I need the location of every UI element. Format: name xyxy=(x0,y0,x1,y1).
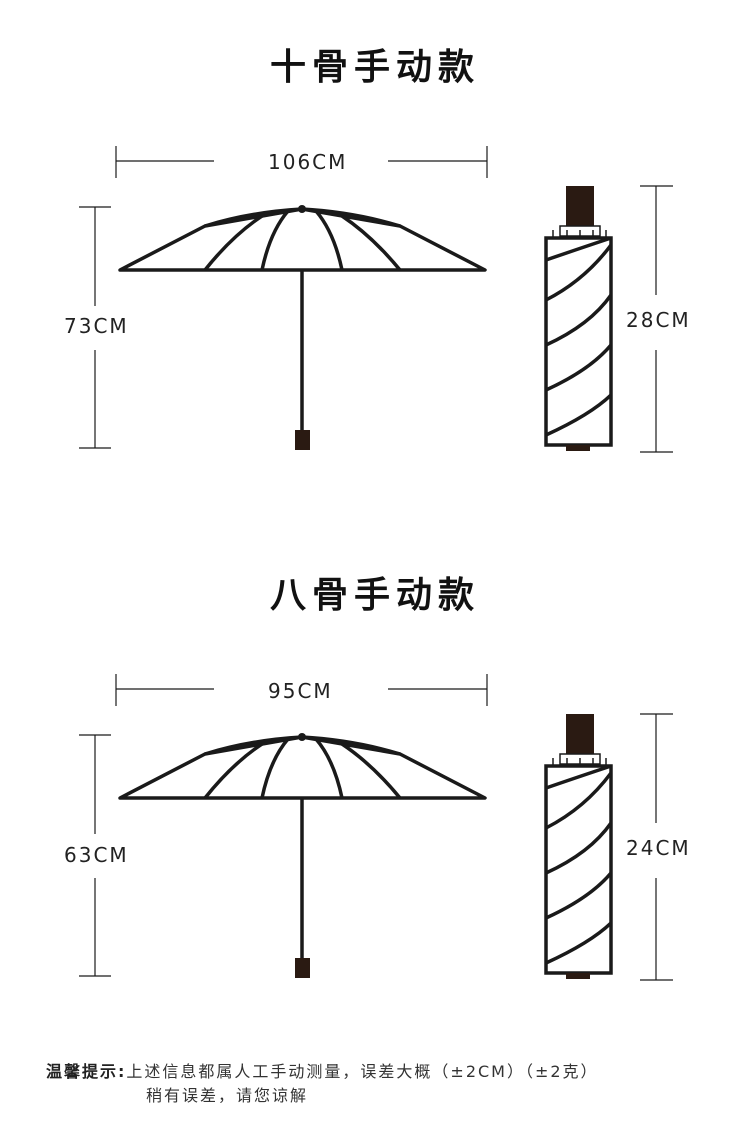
umbrella-handle-2 xyxy=(295,958,310,978)
folded-length-label-2: 24CM xyxy=(626,836,691,860)
section-1-diagram xyxy=(79,146,673,453)
open-umbrella-icon-2 xyxy=(118,735,487,958)
section-2-title: 八骨手动款 xyxy=(269,575,480,616)
folded-length-dimension-1 xyxy=(640,185,673,453)
open-height-label-1: 73CM xyxy=(64,314,129,338)
folded-length-label-1: 28CM xyxy=(626,308,691,332)
width-dimension-2 xyxy=(115,674,488,706)
open-height-label-2: 63CM xyxy=(64,843,129,867)
folded-length-dimension-2 xyxy=(640,713,673,981)
width-label-2: 95CM xyxy=(268,679,333,703)
section-2-diagram xyxy=(79,674,673,981)
open-umbrella-icon-1 xyxy=(118,207,487,430)
open-height-dimension-2 xyxy=(79,734,111,977)
folded-umbrella-icon-2 xyxy=(544,714,613,979)
section-1-title: 十骨手动款 xyxy=(269,47,480,88)
notice: 温馨提示:上述信息都属人工手动测量，误差大概（±2CM）（±2克） 稍有误差，请… xyxy=(46,1060,599,1108)
width-label-1: 106CM xyxy=(268,150,348,174)
notice-line-2: 稍有误差，请您谅解 xyxy=(146,1086,309,1105)
folded-umbrella-icon-1 xyxy=(544,186,613,451)
width-dimension-1 xyxy=(115,146,488,178)
open-height-dimension-1 xyxy=(79,206,111,449)
notice-line-1: 上述信息都属人工手动测量，误差大概（±2CM）（±2克） xyxy=(126,1062,599,1081)
umbrella-handle-1 xyxy=(295,430,310,450)
notice-label: 温馨提示: xyxy=(46,1062,127,1081)
